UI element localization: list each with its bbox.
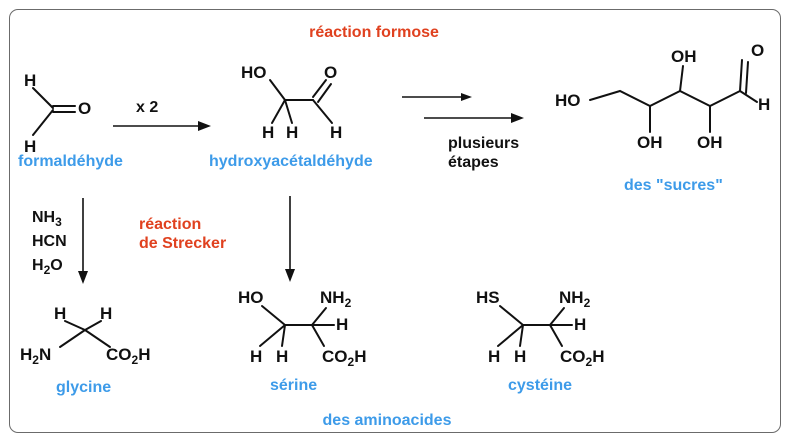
atom-nh2: NH2 (320, 288, 352, 310)
atom-co2h: CO2H (560, 347, 604, 369)
formaldehyde-structure: H H O (24, 71, 91, 156)
bond (311, 307, 327, 326)
atom-h: H (514, 347, 526, 366)
bond (745, 61, 749, 94)
atom-h: H (336, 315, 348, 334)
cysteine-name: cystéine (508, 377, 572, 394)
formose-reaction-label: réaction formose (309, 24, 439, 41)
atom-ho: HO (555, 91, 581, 110)
bond (281, 324, 286, 347)
strecker-label-line1: réaction (139, 216, 201, 233)
several-steps-line1: plusieurs (448, 135, 519, 152)
cysteine-structure: HS NH2 H H H CO2H (476, 288, 604, 369)
amino-acids-label: des aminoacides (323, 412, 452, 429)
arrow-head (78, 271, 88, 284)
reagent-nh3: NH3 (32, 209, 62, 229)
sugar-structure: HO OH O H OH OH (555, 41, 770, 152)
bond (284, 99, 293, 124)
reagent-hcn: HCN (32, 233, 67, 250)
atom-h: H (488, 347, 500, 366)
formaldehyde-name: formaldéhyde (18, 153, 123, 170)
atom-oh: OH (637, 133, 663, 152)
hydroxyacetaldehyde-structure: HO O H H H (241, 63, 342, 142)
bond (261, 305, 286, 326)
times-two-label: x 2 (136, 99, 158, 116)
atom-nh2: NH2 (559, 288, 591, 310)
arrow-head (511, 113, 524, 123)
atom-ho: HO (241, 63, 267, 82)
atom-o: O (324, 63, 337, 82)
bond (739, 59, 743, 92)
atom-h: H (54, 304, 66, 323)
atom-o: O (751, 41, 764, 60)
bond (317, 83, 332, 103)
serine-name: sérine (270, 377, 317, 394)
bond (679, 65, 684, 92)
arrow-head (461, 93, 472, 101)
atom-co2h: CO2H (106, 345, 150, 367)
atom-oh: OH (671, 47, 697, 66)
serine-structure: HO NH2 H H H CO2H (238, 288, 366, 369)
atom-co2h: CO2H (322, 347, 366, 369)
several-steps-line2: étapes (448, 154, 499, 171)
atom-h: H (276, 347, 288, 366)
bond (497, 324, 524, 347)
bond (269, 79, 286, 101)
atom-h2n: H2N (20, 345, 51, 367)
atom-h: H (330, 123, 342, 142)
bond (259, 324, 286, 347)
reagent-h2o: H2O (32, 257, 63, 277)
glycine-name: glycine (56, 379, 111, 396)
bond (32, 87, 54, 109)
bond (64, 320, 86, 331)
scheme-frame (9, 9, 781, 433)
atom-h: H (574, 315, 586, 334)
arrow-head (198, 121, 211, 131)
atom-h: H (250, 347, 262, 366)
bond (84, 329, 111, 348)
bond (549, 307, 565, 326)
bond (739, 90, 758, 103)
bond (59, 329, 86, 348)
atom-h: H (100, 304, 112, 323)
sugars-name: des "sucres" (624, 177, 723, 194)
glycine-structure: H H H2N CO2H (20, 304, 150, 367)
atom-h: H (24, 71, 36, 90)
atom-o: O (78, 99, 91, 118)
bond (519, 324, 524, 347)
atom-h: H (24, 137, 36, 156)
strecker-label-line2: de Strecker (139, 235, 226, 252)
bond (311, 324, 325, 347)
bond (84, 320, 102, 331)
atom-hs: HS (476, 288, 500, 307)
bond (549, 324, 563, 347)
bond (32, 109, 54, 136)
atom-h: H (286, 123, 298, 142)
atom-ho: HO (238, 288, 264, 307)
atom-h: H (262, 123, 274, 142)
atom-oh: OH (697, 133, 723, 152)
hydroxyacetaldehyde-name: hydroxyacétaldéhyde (209, 153, 373, 170)
arrow-head (285, 269, 295, 282)
bond (499, 305, 524, 326)
atom-h: H (758, 95, 770, 114)
bond (312, 79, 327, 98)
bond-chain (589, 89, 741, 108)
bond (312, 99, 333, 124)
bond (271, 99, 286, 124)
